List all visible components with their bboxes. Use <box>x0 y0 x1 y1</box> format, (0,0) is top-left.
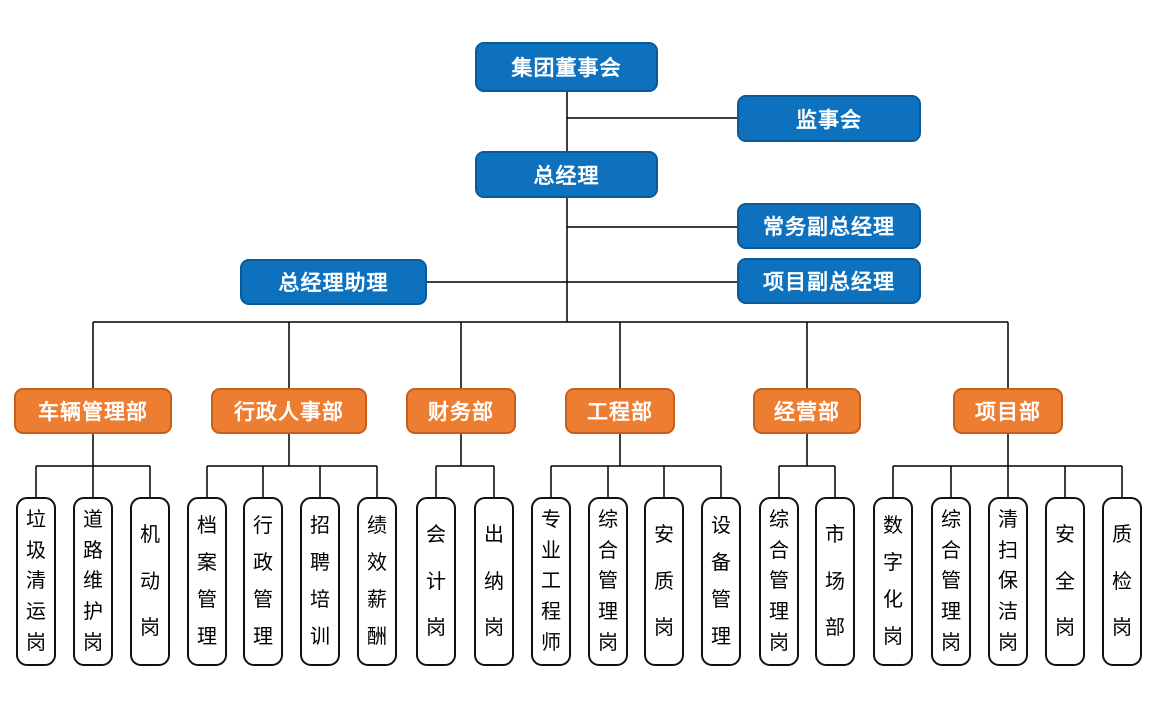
position-label: 招聘培训 <box>310 515 330 648</box>
position-label: 机动岗 <box>140 524 160 639</box>
position-box: 数字化岗 <box>873 497 913 666</box>
position-box: 出纳岗 <box>474 497 514 666</box>
dept-project: 项目部 <box>953 388 1063 434</box>
dept-finance: 财务部 <box>406 388 516 434</box>
position-box: 会计岗 <box>416 497 456 666</box>
node-general-manager: 总经理 <box>475 151 658 198</box>
node-project-deputy-gm: 项目副总经理 <box>737 258 921 304</box>
position-label: 专业工程师 <box>541 508 561 655</box>
position-label: 绩效薪酬 <box>367 515 387 648</box>
position-label: 垃圾清运岗 <box>26 508 46 655</box>
position-label: 质检岗 <box>1112 524 1132 639</box>
position-label: 数字化岗 <box>883 515 903 648</box>
position-label: 安质岗 <box>654 524 674 639</box>
position-box: 质检岗 <box>1102 497 1142 666</box>
position-box: 招聘培训 <box>300 497 340 666</box>
position-label: 市场部 <box>825 524 845 639</box>
position-box: 综合管理岗 <box>759 497 799 666</box>
position-box: 机动岗 <box>130 497 170 666</box>
position-box: 安质岗 <box>644 497 684 666</box>
position-label: 会计岗 <box>426 524 446 639</box>
position-label: 安全岗 <box>1055 524 1075 639</box>
position-label: 综合管理岗 <box>598 508 618 655</box>
node-group-board: 集团董事会 <box>475 42 658 92</box>
dept-engineering: 工程部 <box>565 388 675 434</box>
position-box: 垃圾清运岗 <box>16 497 56 666</box>
position-box: 绩效薪酬 <box>357 497 397 666</box>
dept-admin-hr: 行政人事部 <box>211 388 367 434</box>
position-label: 清扫保洁岗 <box>998 508 1018 655</box>
node-executive-deputy-gm: 常务副总经理 <box>737 203 921 249</box>
dept-operations: 经营部 <box>753 388 861 434</box>
position-label: 综合管理岗 <box>769 508 789 655</box>
position-label: 设备管理 <box>711 515 731 648</box>
position-label: 出纳岗 <box>484 524 504 639</box>
position-box: 安全岗 <box>1045 497 1085 666</box>
position-box: 道路维护岗 <box>73 497 113 666</box>
position-label: 综合管理岗 <box>941 508 961 655</box>
position-label: 档案管理 <box>197 515 217 648</box>
position-label: 行政管理 <box>253 515 273 648</box>
position-box: 设备管理 <box>701 497 741 666</box>
node-gm-assistant: 总经理助理 <box>240 259 427 305</box>
dept-vehicle-management: 车辆管理部 <box>14 388 172 434</box>
position-label: 道路维护岗 <box>83 508 103 655</box>
position-box: 市场部 <box>815 497 855 666</box>
position-box: 综合管理岗 <box>931 497 971 666</box>
position-box: 综合管理岗 <box>588 497 628 666</box>
position-box: 清扫保洁岗 <box>988 497 1028 666</box>
node-supervisory-board: 监事会 <box>737 95 921 142</box>
position-box: 专业工程师 <box>531 497 571 666</box>
position-box: 行政管理 <box>243 497 283 666</box>
position-box: 档案管理 <box>187 497 227 666</box>
